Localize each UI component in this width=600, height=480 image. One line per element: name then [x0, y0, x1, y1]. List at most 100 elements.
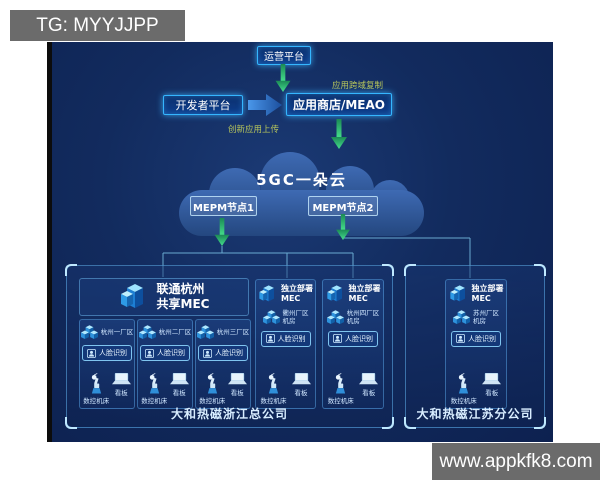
arrow-down-ops-to-store-icon — [275, 64, 291, 92]
kanban-laptop-icon — [112, 373, 131, 386]
face-recognition-badge: 人脸识别 — [328, 330, 378, 347]
cnc-robot-icon — [455, 373, 472, 394]
cube-cluster-icon — [197, 325, 214, 340]
cube-icon — [258, 284, 278, 304]
website-watermark: www.appkfk8.com — [432, 443, 600, 480]
cnc-label: 数控机床 — [327, 397, 354, 405]
cnc-label: 数控机床 — [199, 397, 226, 405]
area-label: 杭州三厂区 — [216, 328, 250, 337]
arrow-down-mepm1-icon — [214, 218, 230, 246]
arrow-down-mepm2-icon — [335, 214, 351, 240]
area-label: 杭州二厂区 — [158, 328, 192, 337]
cnc-label: 数控机床 — [260, 397, 287, 405]
corner-bracket — [404, 264, 416, 276]
cloud-title: 5GC一朵云 — [256, 171, 347, 189]
mepm-node-2-box: MEPM节点2 — [308, 196, 378, 216]
station-hangzhou-plant3: 杭州三厂区 人脸识别 数控机床 看板 — [195, 319, 251, 409]
face-recognition-badge: 人脸识别 — [260, 330, 311, 347]
corner-bracket — [534, 417, 546, 429]
kanban-label: 看板 — [230, 389, 244, 397]
app-store-meao-box: 应用商店/MEAO — [286, 93, 392, 116]
corner-bracket — [534, 264, 546, 276]
cnc-label: 数控机床 — [83, 397, 110, 405]
cube-icon — [326, 284, 346, 304]
kanban-label: 看板 — [172, 389, 186, 397]
cnc-robot-icon — [88, 373, 105, 394]
cnc-robot-icon — [265, 373, 282, 394]
shared-mec-line1: 联通杭州 — [156, 282, 205, 296]
corner-bracket — [404, 417, 416, 429]
face-icon — [87, 349, 96, 358]
cube-cluster-icon — [453, 310, 470, 325]
cube-cluster-icon — [139, 325, 156, 340]
independent-mec-line2: MEC — [348, 294, 368, 303]
corner-bracket — [65, 264, 77, 276]
station-hangzhou-plant4: 独立部署 MEC 杭州四厂区 机房 人脸识别 数控机床 看板 — [322, 279, 384, 409]
face-recognition-label: 人脸识别 — [157, 349, 185, 357]
cnc-label: 数控机床 — [141, 397, 168, 405]
face-recognition-label: 人脸识别 — [345, 334, 373, 343]
zhejiang-site-caption: 大和热磁浙江总公司 — [170, 407, 288, 421]
face-icon — [145, 349, 154, 358]
station-jiangsu-plant: 独立部署 MEC 苏州厂区 机房 人脸识别 数控机床 看板 — [445, 279, 507, 409]
jiangsu-site-box: 独立部署 MEC 苏州厂区 机房 人脸识别 数控机床 看板 — [404, 264, 546, 429]
independent-mec-line2: MEC — [471, 294, 491, 303]
architecture-diagram: 运营平台 应用跨域复制 开发者平台 应用商店/MEAO 创新应用上传 5GC一朵… — [47, 42, 553, 442]
corner-bracket — [382, 417, 394, 429]
mepm-node-1-box: MEPM节点1 — [190, 196, 257, 216]
room-label: 机房 — [282, 317, 296, 326]
face-recognition-label: 人脸识别 — [468, 334, 496, 343]
kanban-laptop-icon — [228, 373, 247, 386]
face-recognition-label: 人脸识别 — [215, 349, 243, 357]
independent-mec-line1: 独立部署 — [281, 284, 313, 294]
kanban-laptop-icon — [292, 373, 311, 386]
station-quzhou-plant: 独立部署 MEC 衢州厂区 机房 人脸识别 数控机床 看板 — [255, 279, 316, 409]
independent-mec-line2: MEC — [281, 294, 301, 303]
area-label: 杭州一厂区 — [100, 328, 134, 337]
arrow-right-dev-to-store-icon — [248, 94, 282, 116]
area-label: 杭州四厂区 — [346, 309, 380, 317]
kanban-laptop-icon — [170, 373, 189, 386]
shared-mec-header: 联通杭州 共享MEC — [79, 278, 249, 316]
kanban-label: 看板 — [294, 389, 308, 397]
room-label: 机房 — [473, 317, 486, 326]
arrow-down-store-to-cloud-icon — [331, 118, 347, 150]
cube-cluster-icon — [81, 325, 98, 340]
face-recognition-badge: 人脸识别 — [451, 330, 501, 347]
station-hangzhou-plant1: 杭州一厂区 人脸识别 数控机床 看板 — [79, 319, 135, 409]
kanban-laptop-icon — [359, 373, 378, 386]
developer-platform-box: 开发者平台 — [163, 95, 243, 115]
kanban-laptop-icon — [482, 373, 501, 386]
area-label: 衢州厂区 — [282, 309, 309, 317]
face-recognition-badge: 人脸识别 — [140, 345, 190, 361]
telegram-watermark: TG: MYYJJPP — [10, 10, 185, 41]
jiangsu-site-caption: 大和热磁江苏分公司 — [416, 407, 534, 421]
face-recognition-label: 人脸识别 — [99, 349, 127, 357]
kanban-label: 看板 — [362, 389, 376, 397]
cnc-robot-icon — [332, 373, 349, 394]
independent-mec-line1: 独立部署 — [348, 284, 381, 294]
cube-cluster-icon — [327, 310, 344, 325]
area-label: 苏州厂区 — [473, 309, 499, 317]
face-icon — [456, 334, 465, 343]
face-icon — [266, 334, 275, 343]
face-recognition-badge: 人脸识别 — [198, 345, 248, 361]
app-upload-label: 创新应用上传 — [228, 125, 280, 135]
face-recognition-badge: 人脸识别 — [82, 345, 132, 361]
face-recognition-label: 人脸识别 — [277, 334, 306, 343]
station-hangzhou-plant2: 杭州二厂区 人脸识别 数控机床 看板 — [137, 319, 193, 409]
cnc-label: 数控机床 — [450, 397, 477, 405]
operations-platform-box: 运营平台 — [257, 46, 311, 65]
kanban-label: 看板 — [114, 389, 128, 397]
corner-bracket — [65, 417, 77, 429]
kanban-label: 看板 — [485, 389, 499, 397]
zhejiang-site-box: 联通杭州 共享MEC 杭州一厂区 人脸识别 数控机床 看板 — [65, 264, 394, 429]
cube-cluster-icon — [263, 310, 280, 325]
corner-bracket — [382, 264, 394, 276]
shared-mec-line2: 共享MEC — [156, 297, 210, 311]
cube-icon — [119, 282, 149, 312]
independent-mec-line1: 独立部署 — [471, 284, 504, 294]
room-label: 机房 — [346, 317, 360, 326]
face-icon — [333, 334, 342, 343]
cube-icon — [449, 284, 469, 304]
